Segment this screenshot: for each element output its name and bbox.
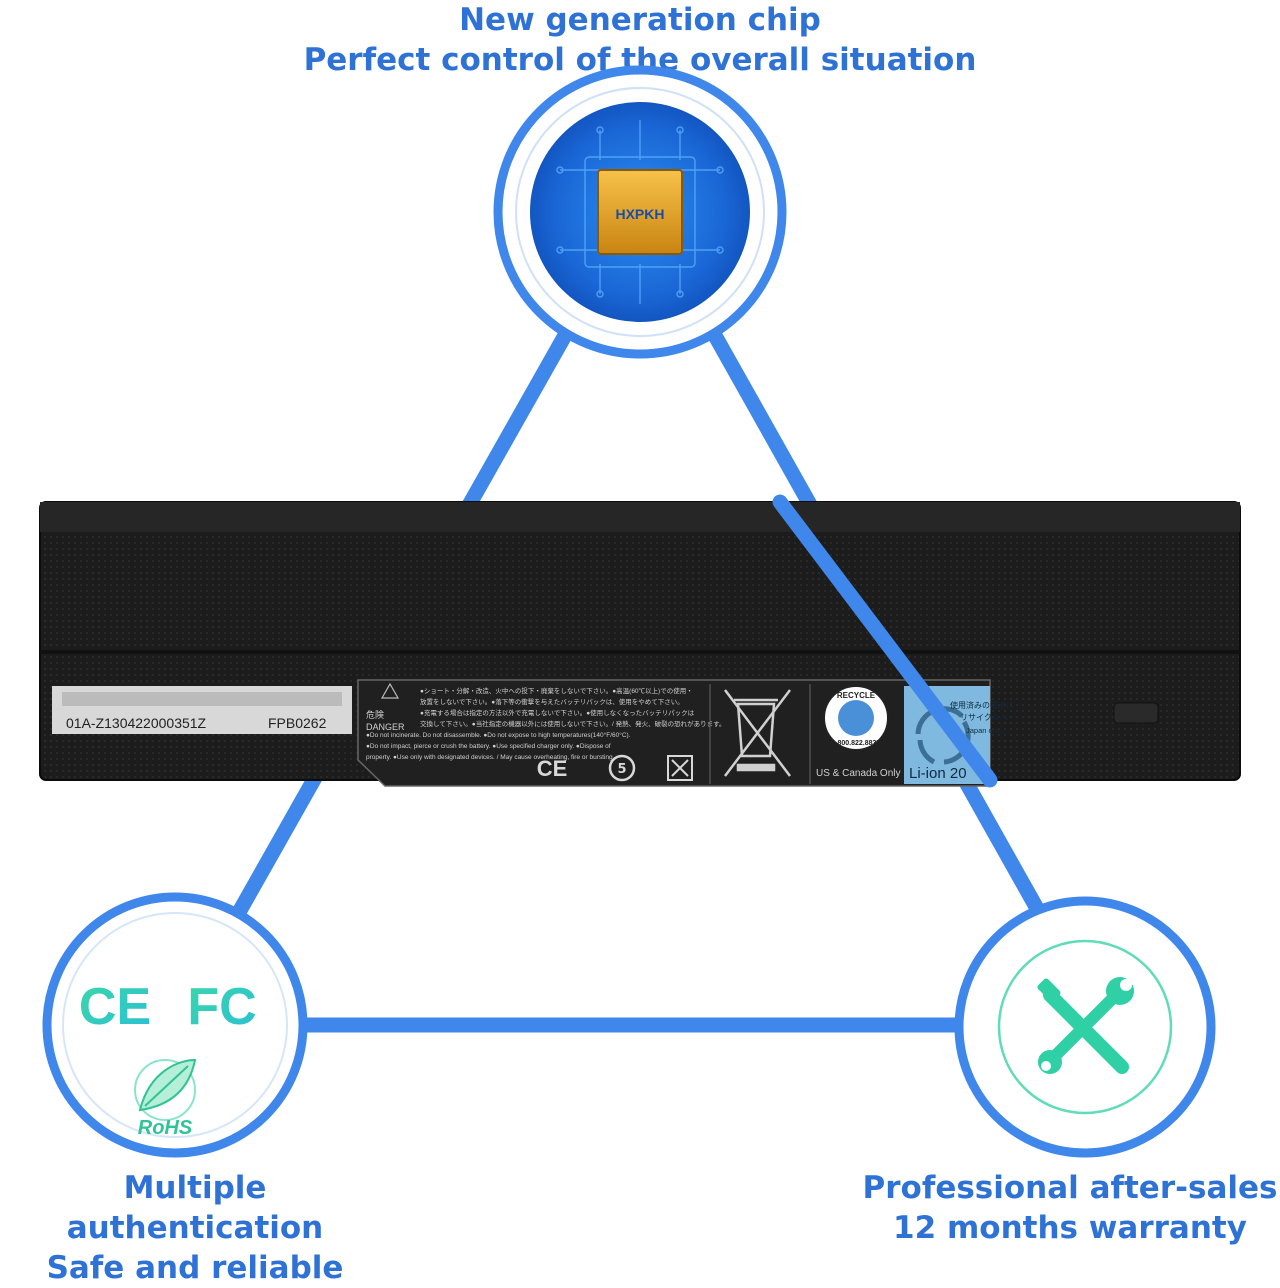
chip-brand: HXPKH xyxy=(615,206,664,222)
chip-circle: HXPKH xyxy=(493,65,787,359)
ce-logo: CE xyxy=(79,978,151,1036)
battery-latch xyxy=(1113,702,1159,724)
warranty-circle xyxy=(954,896,1216,1158)
warning-triangle-icon xyxy=(380,682,400,699)
warning-line: ●充電する場合は指定の方法以外で充電しないで下さい。●使用しなくなったバッテリパ… xyxy=(420,708,695,717)
warning-line: ●Do not impact, pierce or crush the batt… xyxy=(366,743,611,750)
warning-line: 放置をしないで下さい。●落下等の衝撃を与えたバッテリパックは、使用をやめて下さい… xyxy=(420,697,684,706)
fcc-logo: FC xyxy=(187,978,256,1036)
warning-line: ●ショート・分解・改造、火中への投下・廃棄をしないで下さい。●高温(60℃以上)… xyxy=(420,686,693,695)
jp-recycle-line2: リサイクルへ xyxy=(960,713,1008,722)
recycle-seal-bottom: 1.800.822.8837 xyxy=(832,740,881,747)
model-number: FPB0262 xyxy=(268,715,327,731)
recycle-seal-top: RECYCLE xyxy=(837,691,876,700)
recycle-5-icon: 5 xyxy=(608,754,636,782)
chip-icon xyxy=(597,169,683,255)
jp-recycle-line1: 使用済みの電池は xyxy=(950,700,1014,710)
right-caption-line1: Professional after-sales xyxy=(862,1170,1278,1206)
cert-square-icon xyxy=(667,755,693,781)
crossed-bin-icon xyxy=(724,689,791,777)
recycle-note: US & Canada Only xyxy=(816,768,901,779)
battery: 01A-Z130422000351Z FPB0262 危険 DANGER ●ショ… xyxy=(39,501,1241,787)
certification-circle: CE FC RoHS xyxy=(42,892,308,1158)
recycle-seal-icon: RECYCLE 1.800.822.8837 xyxy=(823,685,889,751)
li-ion-mark: Li-ion 20 xyxy=(909,765,967,782)
warning-label: 危険 DANGER ●ショート・分解・改造、火中への投下・廃棄をしないで下さい。… xyxy=(357,679,1014,787)
wrench-screwdriver-icon xyxy=(1037,977,1134,1074)
danger-en: DANGER xyxy=(366,722,405,732)
rohs-leaf-icon xyxy=(134,1058,197,1121)
warning-line: ●Do not incinerate. Do not disassemble. … xyxy=(366,731,631,739)
right-caption: Professional after-sales 12 months warra… xyxy=(860,1168,1280,1248)
jp-recycle-line3: Japan only xyxy=(966,726,1003,735)
ce-mark: CE xyxy=(537,756,568,781)
triangle-line-over-battery xyxy=(772,494,998,788)
warning-line: property. ●Use only with designated devi… xyxy=(366,754,615,761)
left-caption-line1: Multiple authentication xyxy=(66,1170,324,1246)
serial-number: 01A-Z130422000351Z xyxy=(66,715,207,731)
serial-label: 01A-Z130422000351Z FPB0262 xyxy=(52,686,352,734)
right-caption-line2: 12 months warranty xyxy=(893,1210,1247,1246)
danger-jp: 危険 xyxy=(366,709,384,720)
top-caption-line1: New generation chip xyxy=(459,2,821,38)
svg-text:5: 5 xyxy=(617,762,626,777)
warning-line: 交換して下さい。●当社指定の機器以外には使用しないで下さい。/ 発熱、発火、破裂… xyxy=(420,719,726,728)
top-caption: New generation chip Perfect control of t… xyxy=(0,0,1280,80)
rohs-logo: RoHS xyxy=(138,1117,193,1139)
